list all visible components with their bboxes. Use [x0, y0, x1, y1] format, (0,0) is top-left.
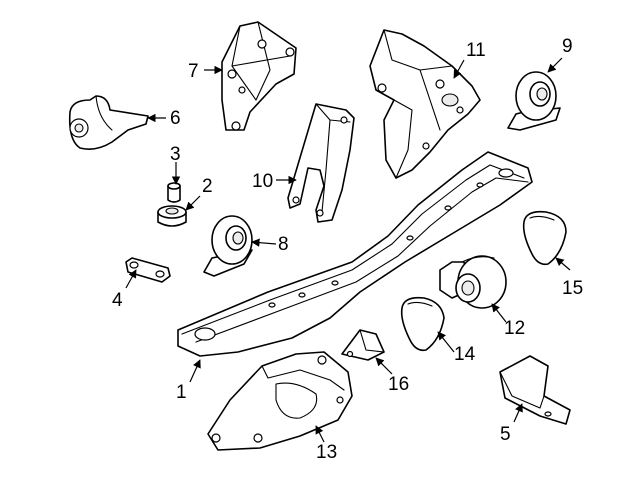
- part-9-mount: [507, 71, 561, 131]
- callout-7: 7: [188, 61, 199, 82]
- part-4-plate: [125, 257, 171, 283]
- part-8-mount: [203, 215, 253, 277]
- callout-13: 13: [316, 442, 337, 463]
- part-12-mount: [439, 255, 507, 309]
- callout-3: 3: [170, 144, 181, 165]
- part-10-bracket: [287, 103, 355, 223]
- part-15-pad: [522, 210, 567, 266]
- part-14-pad: [400, 296, 445, 352]
- callout-8: 8: [278, 234, 289, 255]
- part-3-sleeve: [167, 182, 181, 203]
- callout-labels: 1 2 3 4 5 6 7 8 9 10 11 12 13 14 15 16: [112, 36, 583, 463]
- part-1-crossmember: [177, 151, 533, 357]
- part-6-mount: [68, 95, 149, 150]
- callout-6: 6: [170, 108, 181, 129]
- part-16-bracket: [341, 329, 385, 361]
- leader-lines: [125, 57, 571, 443]
- callout-11: 11: [466, 40, 486, 61]
- callout-1: 1: [176, 382, 187, 403]
- callout-14: 14: [454, 344, 476, 365]
- part-13-bracket: [207, 351, 353, 451]
- callout-12: 12: [504, 318, 525, 339]
- part-11-bracket: [369, 29, 481, 179]
- callout-10: 10: [252, 171, 273, 192]
- callout-2: 2: [202, 176, 213, 197]
- part-5-bracket: [499, 355, 571, 425]
- callout-5: 5: [500, 424, 511, 445]
- callout-4: 4: [112, 290, 123, 311]
- callout-16: 16: [388, 374, 409, 395]
- callout-9: 9: [562, 36, 573, 57]
- part-7-bracket: [221, 21, 297, 131]
- part-2-bushing: [157, 205, 187, 227]
- callout-15: 15: [562, 278, 583, 299]
